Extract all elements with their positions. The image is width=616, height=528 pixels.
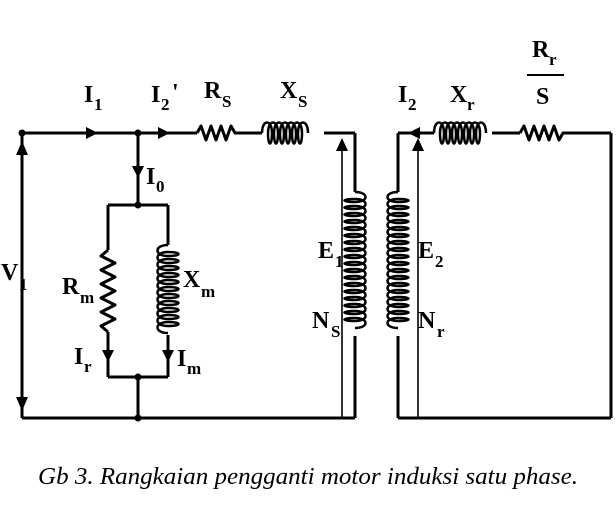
label-e2: E 2 <box>418 238 444 271</box>
arrow-i2-prime <box>158 127 170 139</box>
svg-text:N: N <box>418 308 436 334</box>
label-ir: I r <box>74 344 92 376</box>
arrow-e1 <box>336 138 348 151</box>
label-e1: E 1 <box>318 238 344 271</box>
svg-text:E: E <box>318 238 334 264</box>
arrow-i2 <box>408 127 420 139</box>
label-xs: X S <box>280 78 307 111</box>
arrow-e2 <box>412 138 424 151</box>
label-i2: I 2 <box>398 82 417 114</box>
stator-resistor-rs <box>195 124 238 142</box>
svg-text:': ' <box>172 80 179 106</box>
svg-text:R: R <box>62 274 80 300</box>
stator-winding-ns <box>343 190 367 330</box>
label-i2-prime: I 2 ' <box>151 80 179 114</box>
magnetizing-reactance-xm <box>156 243 180 335</box>
svg-text:1: 1 <box>19 275 28 294</box>
svg-text:1: 1 <box>335 252 344 271</box>
svg-text:R: R <box>204 78 222 104</box>
label-rr-over-s: R r S <box>527 37 564 110</box>
junction-dots <box>18 129 142 422</box>
arrow-i0 <box>132 166 144 178</box>
rotor-winding-nr <box>386 190 410 330</box>
svg-text:I: I <box>74 344 83 370</box>
svg-text:I: I <box>177 346 186 372</box>
svg-text:E: E <box>418 238 434 264</box>
arrow-v1-bottom <box>16 397 28 411</box>
svg-text:X: X <box>450 82 468 108</box>
svg-text:r: r <box>467 95 475 114</box>
svg-text:r: r <box>549 50 557 69</box>
arrow-im <box>162 350 174 362</box>
label-rm: R m <box>62 274 94 307</box>
svg-text:S: S <box>222 92 231 111</box>
svg-text:2: 2 <box>408 95 417 114</box>
svg-text:I: I <box>146 164 155 190</box>
label-nr: N r <box>418 308 445 341</box>
label-xr: X r <box>450 82 475 114</box>
label-i1: I 1 <box>84 82 103 114</box>
rotor-resistor-rr-over-s <box>518 124 566 142</box>
svg-text:S: S <box>331 322 340 341</box>
svg-text:S: S <box>298 92 307 111</box>
label-xm: X m <box>183 267 215 301</box>
arrow-v1-top <box>16 141 28 155</box>
svg-text:m: m <box>80 288 94 307</box>
svg-text:2: 2 <box>435 252 444 271</box>
svg-text:I: I <box>84 82 93 108</box>
label-rs: R S <box>204 78 231 111</box>
arrow-ir <box>102 350 114 362</box>
svg-text:V: V <box>1 260 19 286</box>
svg-text:X: X <box>280 78 298 104</box>
figure-caption: Gb 3. Rangkaian pengganti motor induksi … <box>38 464 578 490</box>
svg-text:r: r <box>84 357 92 376</box>
svg-text:X: X <box>183 267 201 293</box>
magnetizing-resistor-rm <box>99 248 117 334</box>
svg-text:S: S <box>536 84 549 110</box>
stator-reactance-xs <box>260 121 310 145</box>
svg-text:R: R <box>532 37 550 63</box>
svg-text:I: I <box>398 82 407 108</box>
svg-text:I: I <box>151 82 160 108</box>
svg-text:r: r <box>437 322 445 341</box>
svg-text:2: 2 <box>161 95 170 114</box>
label-im: I m <box>177 346 201 378</box>
svg-text:0: 0 <box>156 177 165 196</box>
svg-text:N: N <box>312 308 330 334</box>
current-arrows <box>16 127 424 411</box>
label-i0: I 0 <box>146 164 165 196</box>
label-v1: V 1 <box>1 260 28 294</box>
svg-text:m: m <box>187 359 201 378</box>
svg-text:1: 1 <box>94 95 103 114</box>
rotor-reactance-xr <box>432 121 488 145</box>
svg-text:m: m <box>201 282 215 301</box>
arrow-i1 <box>86 127 98 139</box>
label-ns: N S <box>312 308 340 341</box>
